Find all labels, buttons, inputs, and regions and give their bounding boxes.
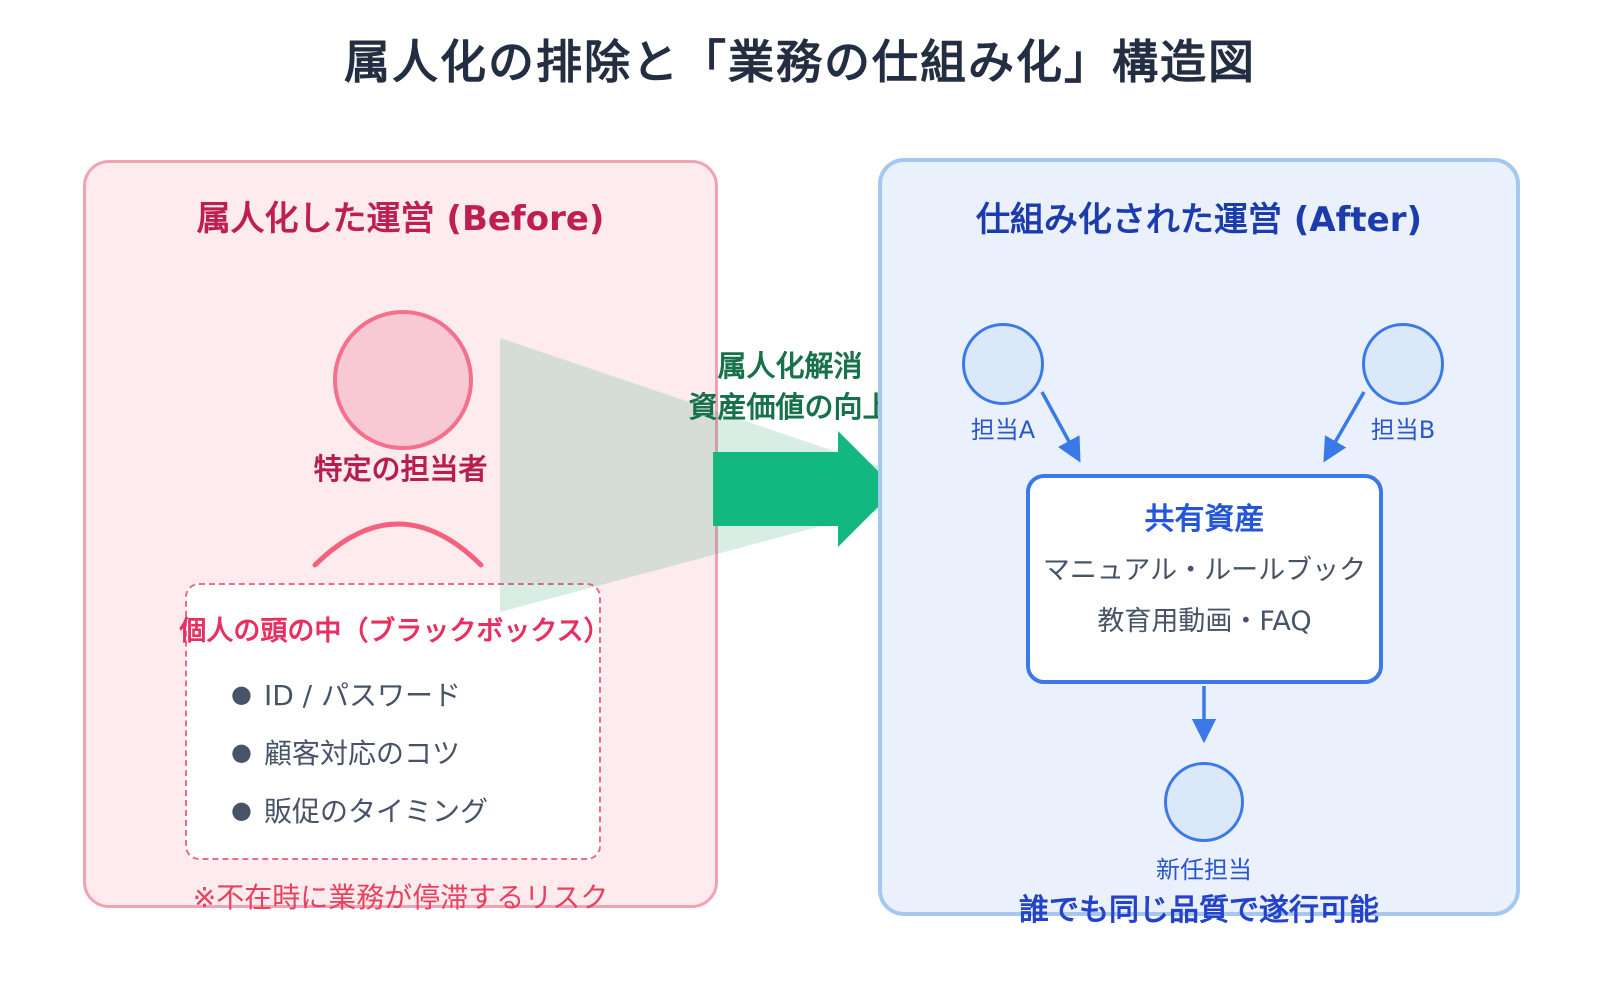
transition-arrow-icon	[713, 431, 896, 547]
after-panel: 仕組み化された運営 (After) 担当A 担当B 共有資産 マニュアル・ルール…	[878, 158, 1520, 928]
person-a-icon	[962, 323, 1044, 405]
before-panel-heading: 属人化した運営 (Before)	[196, 199, 605, 239]
person-head-icon	[333, 310, 473, 450]
person-b-label: 担当B	[1370, 416, 1436, 444]
shared-asset-line: 教育用動画・FAQ	[1097, 606, 1312, 637]
person-b-icon	[1362, 323, 1444, 405]
bullet-icon: ●	[231, 738, 252, 766]
risk-note: ※不在時に業務が停滞するリスク	[192, 881, 609, 914]
bullet-icon: ●	[231, 796, 252, 824]
blackbox-list: ● ID / パスワード ● 顧客対応のコツ ● 販促のタイミング	[187, 665, 599, 839]
person-a-label: 担当A	[970, 416, 1036, 444]
new-person-icon	[1164, 762, 1244, 842]
shared-asset-box: 共有資産 マニュアル・ルールブック 教育用動画・FAQ	[1026, 474, 1383, 684]
after-panel-heading: 仕組み化された運営 (After)	[975, 200, 1423, 240]
outcome-caption: 誰でも同じ品質で遂行可能	[1019, 893, 1379, 928]
page-title: 属人化の排除と「業務の仕組み化」構造図	[344, 35, 1256, 89]
transition-caption-line1: 属人化解消	[717, 349, 863, 383]
flow-arrows-icon	[1040, 391, 1366, 744]
shared-asset-title: 共有資産	[1144, 502, 1265, 537]
blackbox-item: ● 販促のタイミング	[187, 781, 599, 839]
person-shoulders-arc-icon	[312, 521, 484, 568]
person-label: 特定の担当者	[313, 452, 488, 486]
transition-caption-line2: 資産価値の向上	[688, 390, 892, 424]
blackbox-title: 個人の頭の中（ブラックボックス）	[179, 616, 611, 647]
transition-caption: 属人化解消 資産価値の向上	[640, 346, 940, 428]
bullet-icon: ●	[231, 680, 252, 708]
blackbox-item-label: 顧客対応のコツ	[263, 737, 460, 770]
blackbox-item-label: 販促のタイミング	[263, 795, 488, 828]
blackbox-panel: 個人の頭の中（ブラックボックス） ● ID / パスワード ● 顧客対応のコツ …	[179, 583, 611, 860]
before-panel: 属人化した運営 (Before) 特定の担当者 個人の頭の中（ブラックボックス）…	[83, 160, 718, 914]
shared-asset-line: マニュアル・ルールブック	[1042, 555, 1367, 586]
blackbox-item: ● ID / パスワード	[187, 665, 599, 723]
new-person-label: 新任担当	[1156, 856, 1252, 884]
blackbox-item-label: ID / パスワード	[263, 679, 462, 712]
blackbox-item: ● 顧客対応のコツ	[187, 723, 599, 781]
